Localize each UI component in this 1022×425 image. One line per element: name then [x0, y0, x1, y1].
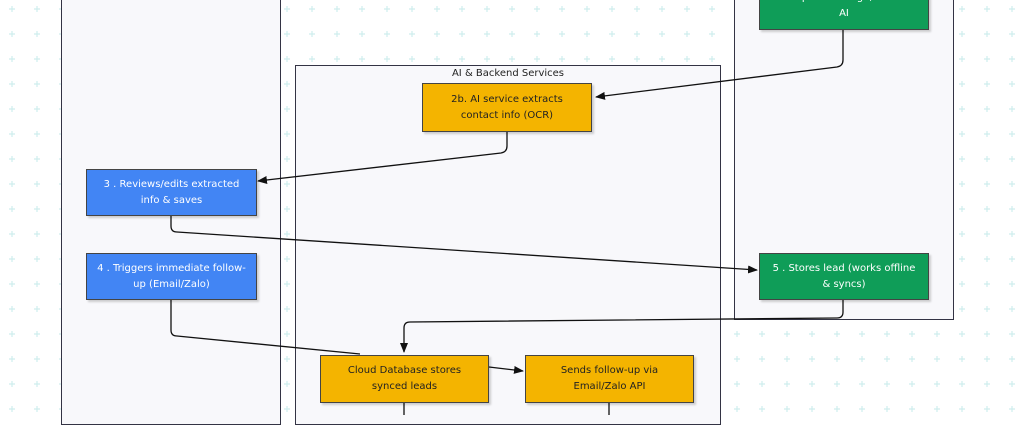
node-3-review-edit[interactable]: 3 . Reviews/edits extracted info & saves [86, 169, 257, 216]
node-4-trigger-follow-up[interactable]: 4 . Triggers immediate follow-up (Email/… [86, 253, 257, 300]
node-label: Sends follow-up via Email/Zalo API [560, 365, 659, 392]
node-label: 5 . Stores lead (works offline & syncs) [772, 262, 916, 290]
edge-4-db [170, 300, 361, 355]
node-2b-ai-ocr[interactable]: 2b. AI service extracts contact info (OC… [422, 83, 592, 132]
node-label: 2b. AI service extracts contact info (OC… [451, 93, 563, 121]
node-2a-capture-image[interactable]: 2a. Captured image, sends to AI [759, 0, 929, 30]
edge-2b-3 [257, 132, 508, 184]
edge-2a-2b [595, 30, 844, 100]
node-label: 4 . Triggers immediate follow-up (Email/… [97, 262, 246, 290]
edge-3-5 [170, 216, 758, 274]
backend-services-label: AI & Backend Services [451, 68, 565, 79]
node-send-follow-up[interactable]: Sends follow-up via Email/Zalo API [525, 355, 694, 403]
node-label: 2a. Captured image, sends to AI [770, 0, 918, 19]
node-cloud-database[interactable]: Cloud Database stores synced leads [320, 355, 489, 403]
edges [170, 30, 844, 415]
node-5-store-lead[interactable]: 5 . Stores lead (works offline & syncs) [759, 253, 929, 300]
edge-5-db [400, 300, 844, 353]
node-label: Cloud Database stores synced leads [347, 365, 462, 392]
edge-db-send [488, 365, 524, 374]
node-label: 3 . Reviews/edits extracted info & saves [103, 178, 240, 206]
